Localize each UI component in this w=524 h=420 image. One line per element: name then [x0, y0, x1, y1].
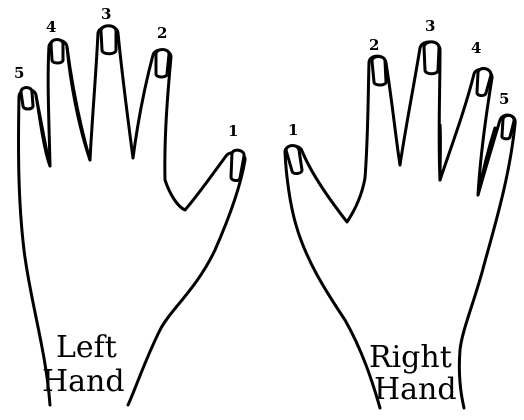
left-nail-3 — [101, 26, 116, 54]
left-hand-label-line1: Left — [56, 330, 117, 365]
left-gap-3-4 — [67, 47, 90, 160]
left-finger-number-3: 3 — [101, 5, 111, 23]
right-finger-number-1: 1 — [288, 121, 298, 139]
left-finger-number-1: 1 — [228, 122, 238, 140]
left-finger-number-4: 4 — [46, 18, 56, 36]
right-finger-number-3: 3 — [425, 17, 435, 35]
right-nail-3 — [424, 42, 439, 74]
right-finger-number-4: 4 — [471, 39, 481, 57]
left-hand-outline — [19, 27, 246, 405]
right-nail-2 — [372, 57, 386, 86]
right-hand-label-line2: Hand — [374, 372, 457, 407]
right-hand-label-line1: Right — [369, 340, 452, 375]
left-nail-4 — [51, 40, 63, 64]
left-nail-5 — [21, 88, 33, 110]
left-finger-number-2: 2 — [157, 24, 167, 42]
left-nail-2 — [156, 50, 169, 78]
right-finger-number-2: 2 — [369, 36, 379, 54]
left-hand-label-line2: Hand — [42, 364, 125, 399]
left-hand: 5 4 3 2 1 Left Hand — [14, 5, 245, 405]
right-finger-number-5: 5 — [499, 90, 509, 108]
right-hand: 1 2 3 4 5 Right Hand — [285, 17, 515, 408]
right-nail-1 — [286, 146, 302, 174]
left-finger-number-5: 5 — [14, 64, 24, 82]
